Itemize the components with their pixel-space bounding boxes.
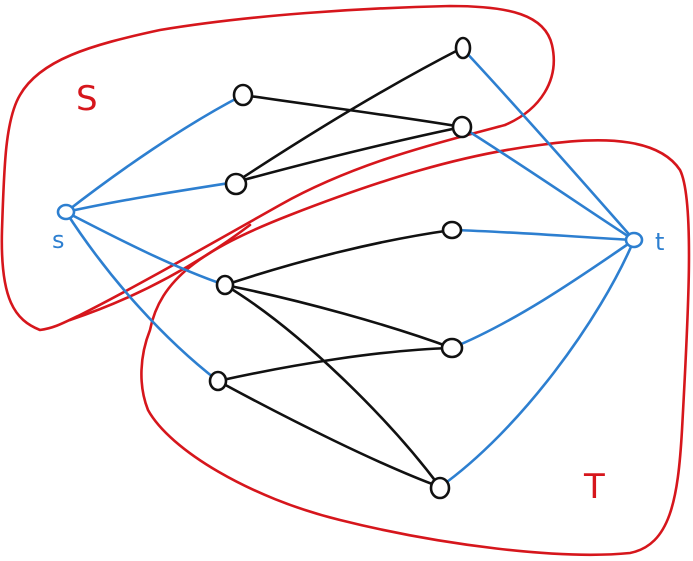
edge-a2-b1 — [234, 46, 464, 184]
edge-a3-b3 — [223, 228, 454, 287]
set-s-label: S — [76, 79, 98, 119]
source-node — [56, 203, 76, 221]
edge-a4-b4 — [216, 346, 454, 383]
edge-a2-b2 — [234, 125, 464, 184]
node-a1 — [232, 83, 254, 107]
set-t-label: T — [583, 467, 605, 507]
set-t-region — [140, 139, 691, 557]
node-b4 — [440, 337, 464, 359]
edge-a3-b4 — [223, 283, 454, 350]
node-b5 — [429, 476, 451, 500]
node-b2 — [451, 115, 473, 139]
edge-a1-b2 — [241, 93, 464, 129]
sink-label: t — [655, 228, 664, 256]
set-s-region — [0, 4, 555, 332]
edge-b5-t — [438, 238, 636, 489]
node-a3 — [215, 274, 235, 296]
source-label: s — [52, 226, 65, 254]
edge-b3-t — [450, 228, 636, 242]
node-a2 — [224, 172, 248, 196]
set-s-region-tail — [68, 223, 252, 322]
edge-s-a2 — [64, 180, 238, 214]
edge-b2-t — [460, 125, 636, 242]
sink-node — [624, 231, 644, 249]
edge-a3-b5 — [223, 283, 442, 489]
edge-s-a4 — [64, 210, 220, 383]
edge-b1-t — [460, 46, 636, 242]
node-b1 — [454, 36, 472, 60]
edge-s-a3 — [64, 210, 227, 287]
node-a4 — [208, 370, 228, 392]
edge-b4-t — [450, 238, 636, 350]
edge-a4-b5 — [216, 379, 442, 489]
node-b3 — [441, 220, 463, 240]
edge-s-a1 — [64, 93, 245, 214]
